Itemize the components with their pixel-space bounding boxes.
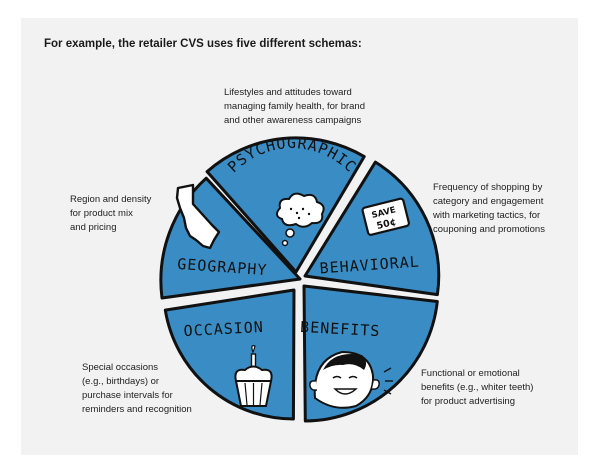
note-line: category and engagement xyxy=(433,196,544,207)
smiling-face-icon xyxy=(309,350,393,409)
note-geography: Region and density for product mix and p… xyxy=(70,193,151,235)
note-line: (e.g., birthdays) or xyxy=(82,376,160,387)
note-line: with marketing tactics, for xyxy=(433,210,541,221)
segment-occasion xyxy=(163,288,296,421)
note-line: Lifestyles and attitudes toward xyxy=(224,87,352,98)
note-line: couponing and promotions xyxy=(433,224,545,235)
note-benefits: Functional or emotional benefits (e.g., … xyxy=(421,367,533,409)
segment-label-benefits: BENEFITS xyxy=(300,318,381,340)
note-line: Region and density xyxy=(70,194,152,205)
note-line: Special occasions xyxy=(82,362,159,373)
note-line: for product advertising xyxy=(421,396,515,407)
note-line: Functional or emotional xyxy=(421,368,520,379)
coupon-icon: SAVE 50¢ xyxy=(361,197,410,236)
note-line: for product mix xyxy=(70,208,133,219)
note-occasion: Special occasions (e.g., birthdays) or p… xyxy=(82,361,192,417)
note-line: reminders and recognition xyxy=(82,404,192,415)
note-line: and other awareness campaigns xyxy=(224,115,362,126)
note-line: managing family health, for brand xyxy=(224,101,365,112)
coupon-amount-text: 50¢ xyxy=(376,217,398,232)
segment-label-occasion: OCCASION xyxy=(183,318,264,340)
note-line: Frequency of shopping by xyxy=(433,182,543,193)
intro-text: For example, the retailer CVS uses five … xyxy=(44,38,362,50)
note-line: benefits (e.g., whiter teeth) xyxy=(421,382,534,393)
note-psychographic: Lifestyles and attitudes toward managing… xyxy=(224,86,365,128)
thought-cloud-icon xyxy=(276,192,325,247)
california-map-icon xyxy=(175,183,221,250)
note-behavioral: Frequency of shopping by category and en… xyxy=(433,181,545,237)
note-line: and pricing xyxy=(70,222,117,233)
note-line: purchase intervals for xyxy=(82,390,173,401)
cupcake-icon xyxy=(234,345,273,407)
